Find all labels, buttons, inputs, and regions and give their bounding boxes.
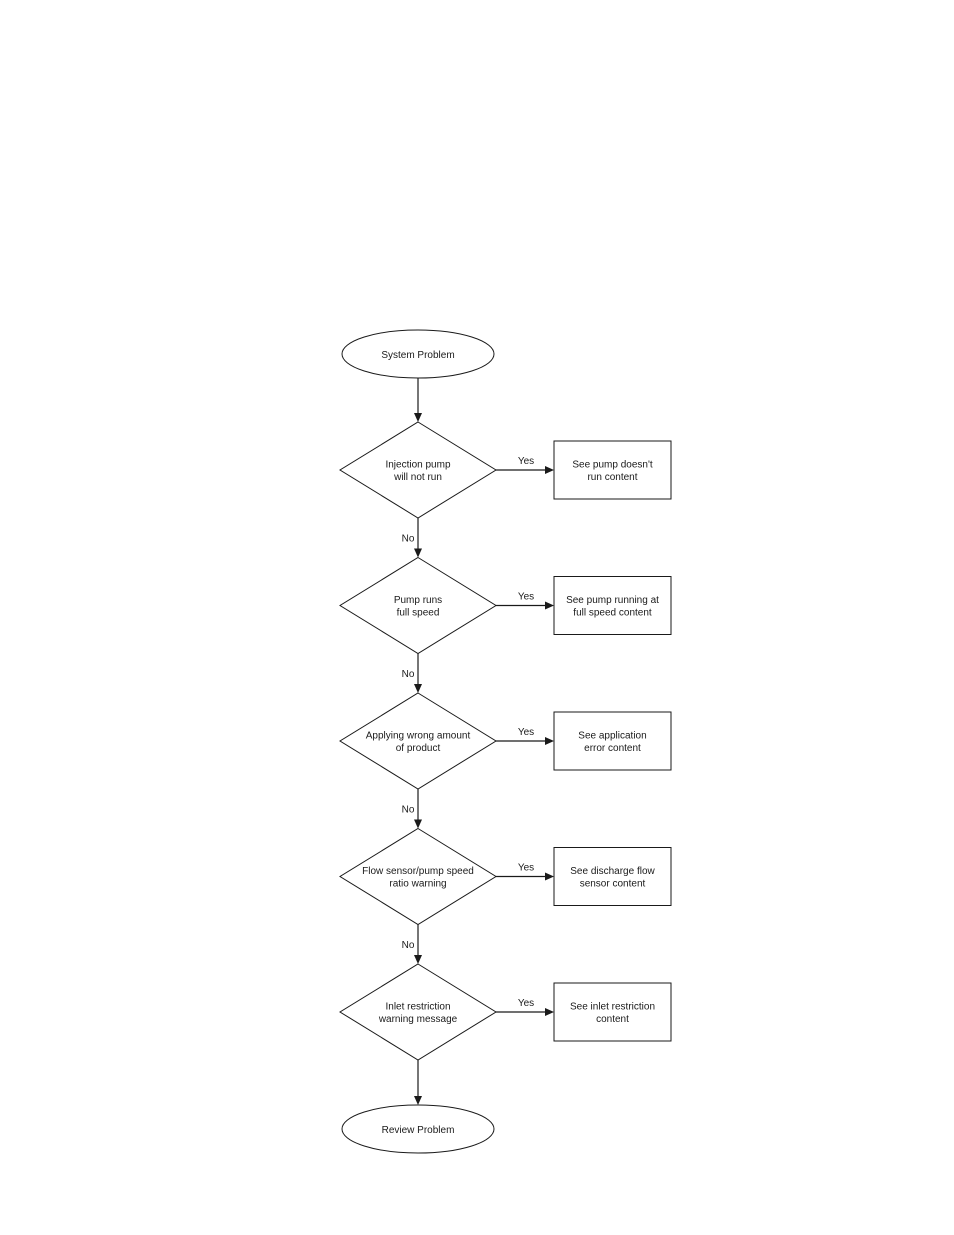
decision-4-text-line-2: ratio warning bbox=[389, 878, 446, 889]
action-box-1-text-line-2: run content bbox=[587, 472, 637, 483]
decision-1-text-line-2: will not run bbox=[393, 472, 442, 483]
yes-label-5: Yes bbox=[518, 998, 534, 1009]
yes-connector-4-head bbox=[545, 872, 554, 881]
action-box-5-text-line-1: See inlet restriction bbox=[570, 1001, 655, 1012]
yes-label-2: Yes bbox=[518, 592, 534, 603]
decision-3-text-line-1: Applying wrong amount bbox=[366, 730, 471, 741]
action-box-3-text-line-2: error content bbox=[584, 743, 641, 754]
action-box-3 bbox=[553, 711, 672, 771]
connector-to-decision-5-head bbox=[414, 955, 422, 964]
end-terminal bbox=[341, 1104, 495, 1154]
action-box-1-text-line-1: See pump doesn't bbox=[572, 459, 653, 470]
action-box-2 bbox=[553, 576, 672, 635]
end-label: Review Problem bbox=[382, 1125, 455, 1136]
connector-to-decision-2-head bbox=[414, 548, 422, 558]
action-box-5-text-line-2: content bbox=[596, 1014, 629, 1025]
start-label: System Problem bbox=[381, 350, 454, 361]
action-box-5 bbox=[553, 982, 672, 1042]
yes-connector-2-head bbox=[545, 601, 554, 610]
action-box-2-text-line-1: See pump running at bbox=[566, 595, 659, 606]
yes-connector-5-head bbox=[545, 1008, 554, 1016]
no-label-3: No bbox=[402, 805, 415, 816]
connector-to-end-head bbox=[414, 1096, 422, 1105]
action-box-4-text-line-2: sensor content bbox=[580, 878, 646, 889]
action-box-4 bbox=[553, 847, 672, 906]
no-label-1: No bbox=[402, 534, 415, 545]
connector-to-decision-4-head bbox=[414, 819, 422, 829]
yes-label-3: Yes bbox=[518, 727, 534, 738]
no-label-4: No bbox=[402, 940, 415, 951]
action-box-2-text-line-2: full speed content bbox=[573, 607, 652, 618]
action-box-4-text-line-1: See discharge flow bbox=[570, 866, 655, 877]
yes-connector-3-head bbox=[545, 737, 554, 745]
action-box-1 bbox=[553, 440, 672, 500]
decision-5-text-line-2: warning message bbox=[378, 1014, 458, 1025]
no-label-2: No bbox=[402, 669, 415, 680]
decision-2-text-line-1: Pump runs bbox=[394, 595, 442, 606]
decision-2-text-line-2: full speed bbox=[397, 607, 440, 618]
yes-connector-1-head bbox=[545, 466, 554, 474]
connector-to-decision-1-head bbox=[414, 413, 422, 422]
action-box-3-text-line-1: See application bbox=[578, 730, 646, 741]
decision-3-text-line-2: of product bbox=[396, 743, 441, 754]
connector-to-decision-3-head bbox=[414, 684, 422, 693]
decision-1-text-line-1: Injection pump bbox=[385, 459, 450, 470]
decision-5-text-line-1: Inlet restriction bbox=[385, 1001, 450, 1012]
yes-label-1: Yes bbox=[518, 456, 534, 467]
decision-4-text-line-1: Flow sensor/pump speed bbox=[362, 866, 474, 877]
yes-label-4: Yes bbox=[518, 863, 534, 874]
